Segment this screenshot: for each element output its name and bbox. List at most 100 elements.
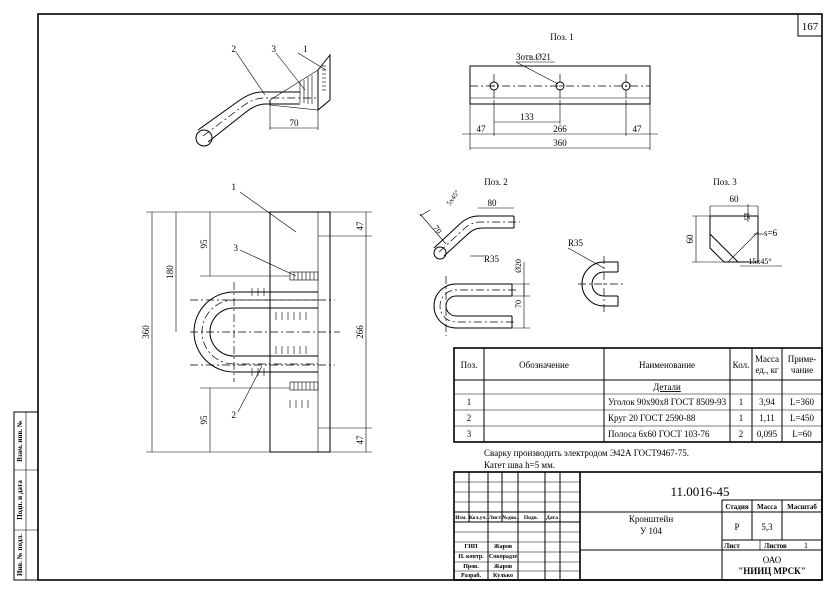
pos2-title: Поз. 2 [484, 177, 508, 187]
pos3-dim-s6: s=6 [764, 228, 778, 238]
pos2-dim-70: 70 [431, 224, 443, 236]
item-name-l2: У 104 [640, 526, 663, 536]
role-nkontr: Н. контр. [458, 554, 484, 560]
role-gip: ГИП [464, 544, 477, 550]
front-dim-47-bottom: 47 [355, 435, 365, 445]
spec-row: 2 Круг 20 ГОСТ 2590-88 1 1,11 L=450 [467, 413, 815, 423]
spec-row-3-qty: 2 [739, 429, 744, 439]
spec-header-mass-l1: Масса [755, 354, 779, 364]
spec-header-mass-l2: ед., кг [755, 365, 779, 375]
note-line-2: Катет шва h=5 мм. [484, 460, 555, 470]
sheet-number: 167 [802, 21, 819, 33]
front-dim-360: 360 [141, 325, 151, 339]
spec-row-2-name: Круг 20 ГОСТ 2590-88 [608, 413, 696, 423]
iso-dim-70: 70 [290, 118, 300, 128]
front-dim-47-top: 47 [355, 221, 365, 231]
title-block: Изм. Кол.уч. Лист №док. Подп. Дата ГИП Ж… [453, 471, 823, 581]
stage-label: Стадия [725, 503, 749, 511]
spec-row-1-pos: 1 [467, 397, 472, 407]
pos3-dim-15x45: 15х45° [748, 257, 771, 266]
side-stamp-sign-date: Подп. и дата [16, 480, 24, 520]
spec-header-note-l1: Приме- [788, 354, 817, 364]
iso-leader-3: 3 [272, 44, 277, 54]
front-dim-95-bottom: 95 [199, 415, 209, 425]
spec-header-pos: Поз. [461, 360, 478, 370]
sheet-label: Лист [724, 542, 740, 550]
spec-row: 3 Полоса 6х60 ГОСТ 103-76 2 0,095 L=60 [467, 429, 813, 439]
pos3-dim-15: 15 [742, 212, 751, 220]
org-name-l2: "НИИЦ МРСК" [738, 566, 805, 576]
pos2-dim-R35b: R35 [568, 238, 584, 248]
change-col-doc: №док. [502, 515, 518, 521]
spec-row-2-qty: 1 [739, 413, 744, 423]
spec-row: 1 Уголок 90х90х8 ГОСТ 8509-93 1 3,94 L=3… [467, 397, 815, 407]
spec-row-1-name: Уголок 90х90х8 ГОСТ 8509-93 [608, 397, 727, 407]
front-leader-3: 3 [234, 243, 239, 253]
spec-table: Поз. Обозначение Наименование Кол. Масса… [453, 347, 823, 443]
mass-value: 5,3 [761, 522, 773, 532]
spec-header-designation: Обозначение [519, 360, 569, 370]
pos2-dim-80: 80 [488, 198, 498, 208]
front-dim-266: 266 [355, 325, 365, 339]
iso-leader-2: 2 [232, 44, 237, 54]
change-col-kolych: Кол.уч. [469, 515, 488, 521]
sheets-label: Листов [764, 542, 787, 550]
pos2-view: Поз. 2 80 70 5х45° R35 Ø20 70 R35 [419, 177, 624, 336]
spec-header-note-l2: чание [791, 365, 813, 375]
spec-row-2-note: L=450 [790, 413, 815, 423]
change-col-izm: Изм. [455, 515, 467, 521]
technical-notes: Сварку производить электродом Э42А ГОСТ9… [484, 448, 689, 470]
scale-label: Масштаб [787, 503, 817, 511]
spec-row-3-note: L=60 [792, 429, 812, 439]
role-prov: Пров. [463, 564, 479, 570]
side-stamp-inv-orig: Инв. № подл. [16, 534, 24, 576]
pos2-dim-5x45: 5х45° [445, 189, 461, 208]
spec-header-qty: Кол. [733, 360, 750, 370]
isometric-view: 2 3 1 70 [195, 44, 331, 147]
side-stamp: Взам. инв. № Подп. и дата Инв. № подл. [13, 411, 39, 581]
note-line-1: Сварку производить электродом Э42А ГОСТ9… [484, 448, 689, 458]
sheet-frame: 167 [37, 13, 823, 581]
pos1-dim-133: 133 [520, 112, 534, 122]
change-col-date: Дата [546, 515, 558, 521]
spec-row-3-name: Полоса 6х60 ГОСТ 103-76 [608, 429, 710, 439]
pos3-view: Поз. 3 60 15 60 s=6 15х45° [685, 177, 782, 267]
front-dim-95-top: 95 [199, 239, 209, 249]
spec-row-2-mass: 1,11 [759, 413, 774, 423]
pos1-holes-note: 3отв.Ø21 [516, 52, 551, 62]
change-col-list: Лист [489, 515, 502, 521]
pos1-dim-266: 266 [553, 124, 567, 134]
stage-value: Р [734, 522, 739, 532]
sheets-value: 1 [804, 541, 808, 550]
role-nkontr-name: Сокорадзе [489, 554, 518, 560]
pos3-title: Поз. 3 [713, 177, 737, 187]
front-leader-1: 1 [232, 182, 237, 192]
item-name-l1: Кронштейн [629, 514, 673, 524]
side-stamp-replace: Взам. инв. № [16, 420, 24, 462]
pos1-dim-360: 360 [553, 138, 567, 148]
org-name-l1: ОАО [763, 555, 782, 565]
front-view: 1 3 2 360 180 95 95 47 266 47 [141, 182, 372, 453]
spec-row-2-pos: 2 [467, 413, 472, 423]
iso-leader-1: 1 [303, 44, 308, 54]
spec-section-label: Детали [653, 382, 681, 392]
spec-header-name: Наименование [639, 360, 695, 370]
pos2-dim-d20: Ø20 [514, 259, 523, 273]
change-col-sign: Подп. [524, 515, 539, 521]
role-razrab-name: Кулько [493, 573, 513, 579]
role-prov-name: Жаров [494, 564, 513, 570]
pos1-view: Поз. 1 3отв.Ø21 133 47 266 47 360 [462, 32, 658, 150]
role-razrab: Разраб. [461, 572, 481, 579]
pos1-dim-47-right: 47 [633, 124, 643, 134]
pos1-dim-47-left: 47 [477, 124, 487, 134]
spec-row-3-pos: 3 [467, 429, 472, 439]
pos2-dim-70b: 70 [514, 300, 523, 308]
doc-number: 11.0016-45 [670, 484, 729, 499]
spec-row-1-note: L=360 [790, 397, 815, 407]
pos2-dim-R35: R35 [484, 254, 500, 264]
mass-label: Масса [757, 503, 777, 511]
pos1-title: Поз. 1 [550, 32, 574, 42]
pos3-dim-60-top: 60 [730, 194, 740, 204]
spec-row-1-mass: 3,94 [759, 397, 775, 407]
